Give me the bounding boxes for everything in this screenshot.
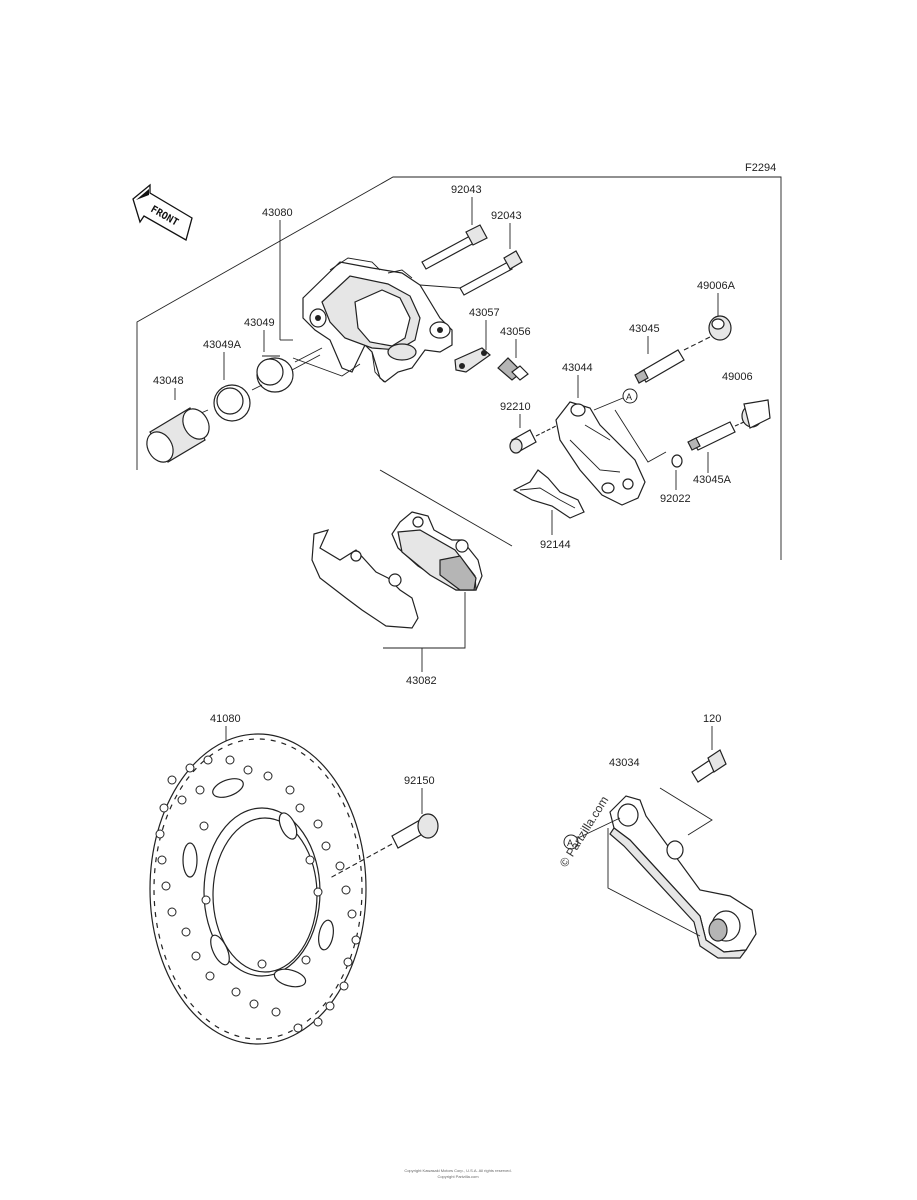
spring-92144: 92144 bbox=[512, 469, 585, 551]
label-43057: 43057 bbox=[469, 307, 500, 319]
label-92144: 92144 bbox=[540, 539, 571, 551]
pin-43045A: 43045A bbox=[687, 421, 745, 486]
footer-line-2: Copyright Partzilla.com bbox=[437, 1174, 479, 1179]
boot-49006A: 49006A bbox=[697, 280, 736, 341]
label-49006: 49006 bbox=[722, 371, 753, 383]
callout-a-label-2: A bbox=[567, 838, 573, 848]
pads-43082: 43082 bbox=[311, 469, 513, 687]
front-arrow-icon: FRONT bbox=[132, 183, 193, 241]
pin-43045: 43045 bbox=[629, 323, 713, 384]
part-43057: 43057 bbox=[454, 307, 500, 373]
label-43045: 43045 bbox=[629, 323, 660, 335]
bolt-92210: 92210 bbox=[500, 401, 557, 454]
caliper-body bbox=[302, 257, 453, 383]
disc-vent-holes bbox=[155, 755, 361, 1033]
callout-a-bracket: A bbox=[593, 388, 667, 463]
label-43082: 43082 bbox=[406, 675, 437, 687]
bolt-92043-a: 92043 bbox=[421, 184, 488, 270]
label-43044: 43044 bbox=[562, 362, 593, 374]
label-92022: 92022 bbox=[660, 493, 691, 505]
label-43045A: 43045A bbox=[693, 474, 732, 486]
caliper-assembly-frame bbox=[136, 176, 782, 560]
link-bolt-120: 120 bbox=[691, 713, 727, 783]
label-43049A: 43049A bbox=[203, 339, 242, 351]
label-43049: 43049 bbox=[244, 317, 275, 329]
label-43034: 43034 bbox=[609, 757, 640, 769]
label-49006A: 49006A bbox=[697, 280, 736, 292]
torque-link-43034: 43034 bbox=[607, 757, 757, 959]
part-43056: 43056 bbox=[497, 326, 531, 381]
watermark-text: © Partzilla.com bbox=[557, 794, 612, 870]
callout-a-link: A bbox=[563, 817, 621, 850]
disc-bolt-92150: 92150 bbox=[329, 775, 439, 879]
seal-43049A: 43049A bbox=[184, 339, 321, 422]
footer-line-1: Copyright Kawasaki Motors Corp., U.S.A. … bbox=[404, 1168, 511, 1173]
washer-92022: 92022 bbox=[660, 454, 691, 505]
piston-43048: 43048 bbox=[146, 375, 210, 463]
label-92150: 92150 bbox=[404, 775, 435, 787]
label-120: 120 bbox=[703, 713, 721, 725]
label-43080: 43080 bbox=[262, 207, 293, 219]
brake-disc-41080: 41080 bbox=[149, 713, 367, 1045]
seal-43049: 43049 bbox=[244, 317, 294, 393]
label-41080: 41080 bbox=[210, 713, 241, 725]
boot-49006: 49006 bbox=[722, 371, 771, 429]
bolt-92043-b: 92043 bbox=[419, 210, 523, 296]
label-92043-a: 92043 bbox=[451, 184, 482, 196]
callout-a-label-1: A bbox=[626, 392, 632, 402]
label-92043-b: 92043 bbox=[491, 210, 522, 222]
label-43048: 43048 bbox=[153, 375, 184, 387]
label-43056: 43056 bbox=[500, 326, 531, 338]
figure-code: F2294 bbox=[745, 162, 776, 174]
label-92210: 92210 bbox=[500, 401, 531, 413]
bracket-43044: 43044 bbox=[555, 362, 646, 506]
callout-caliper: 43080 bbox=[262, 207, 361, 377]
